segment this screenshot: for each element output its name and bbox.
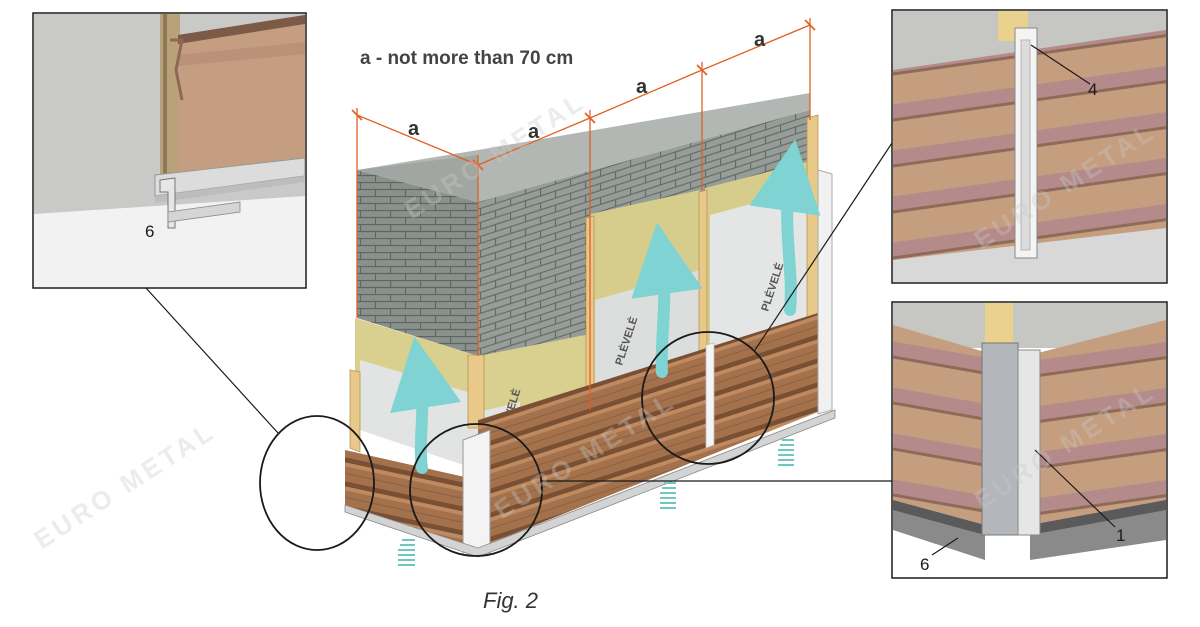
callout-1: 1 <box>1116 526 1125 545</box>
callout-6-left: 6 <box>145 222 154 241</box>
central-wall: PLĖVELĖ PLĖVELĖ PLĖVELĖ <box>145 93 893 566</box>
detail-box-right-top: 4 <box>891 9 1168 284</box>
air-inlets <box>398 439 794 566</box>
callout-4: 4 <box>1088 80 1097 99</box>
callout-6-right: 6 <box>920 555 929 574</box>
figure-caption: Fig. 2 <box>483 588 539 613</box>
dimension-a-2: a <box>528 121 540 143</box>
detail-box-right-bottom: 1 6 <box>891 301 1168 579</box>
dimensions <box>351 18 816 410</box>
dimension-note: a - not more than 70 cm <box>360 48 574 69</box>
dimension-a-3: a <box>636 76 648 98</box>
dimension-a-4: a <box>754 29 766 51</box>
dimension-a-1: a <box>408 118 420 140</box>
detail-box-left: 6 <box>32 12 307 289</box>
